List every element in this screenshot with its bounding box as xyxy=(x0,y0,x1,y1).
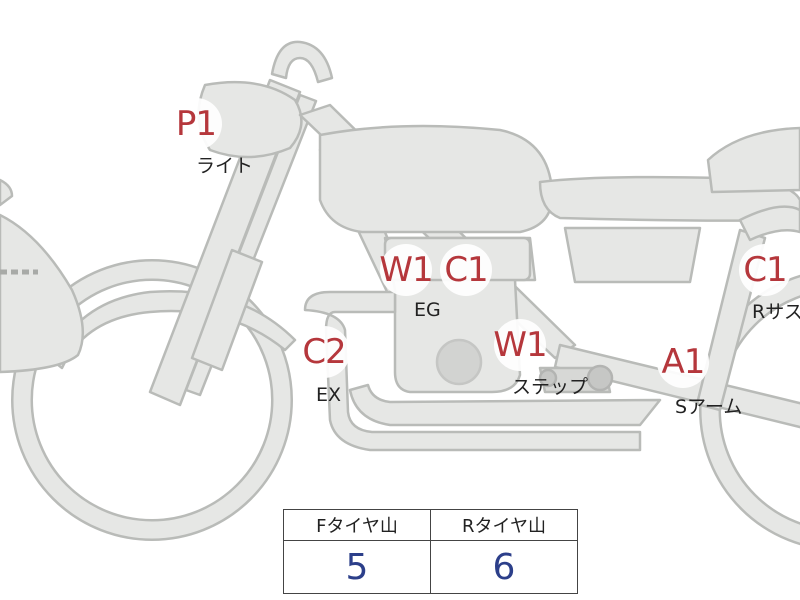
marker-w1-step-code: W1 xyxy=(493,319,548,371)
marker-w1-engine-code: W1 xyxy=(379,244,434,296)
marker-c2-label: EX xyxy=(316,384,342,406)
front-tire-value: 5 xyxy=(283,540,431,594)
marker-w1-engine: W1 xyxy=(379,244,434,296)
marker-p1-label: ライト xyxy=(196,155,254,177)
rear-tire-header: Rタイヤ山 xyxy=(430,509,578,541)
marker-a1: A1 xyxy=(657,336,709,388)
marker-c1-rear-code: C1 xyxy=(739,244,791,296)
engine-cover xyxy=(435,338,483,386)
marker-c2-code: C2 xyxy=(298,326,350,378)
marker-p1: P1 xyxy=(170,98,222,150)
marker-a1-label: Sアーム xyxy=(675,396,743,418)
marker-w1-step-label: ステップ xyxy=(512,376,589,398)
handlebar xyxy=(270,40,334,84)
marker-c1-engine: C1 xyxy=(440,244,492,296)
marker-c1-engine-code: C1 xyxy=(440,244,492,296)
marker-w1-step: W1 xyxy=(493,319,548,371)
marker-p1-code: P1 xyxy=(170,98,222,150)
tire-tread-table: Fタイヤ山 Rタイヤ山 5 6 xyxy=(283,509,578,594)
front-tire-header: Fタイヤ山 xyxy=(283,509,431,541)
side-cover xyxy=(563,226,702,284)
rider-bag xyxy=(0,213,84,374)
marker-c1-rear: C1 xyxy=(739,244,791,296)
marker-a1-code: A1 xyxy=(657,336,709,388)
marker-eg-label: EG xyxy=(414,299,441,321)
exhaust xyxy=(303,290,642,452)
marker-c1-rear-label: Rサス xyxy=(752,301,800,323)
front-fork xyxy=(148,78,302,407)
marker-c2: C2 xyxy=(298,326,350,378)
rear-tire-value: 6 xyxy=(430,540,578,594)
fuel-tank xyxy=(318,124,554,234)
